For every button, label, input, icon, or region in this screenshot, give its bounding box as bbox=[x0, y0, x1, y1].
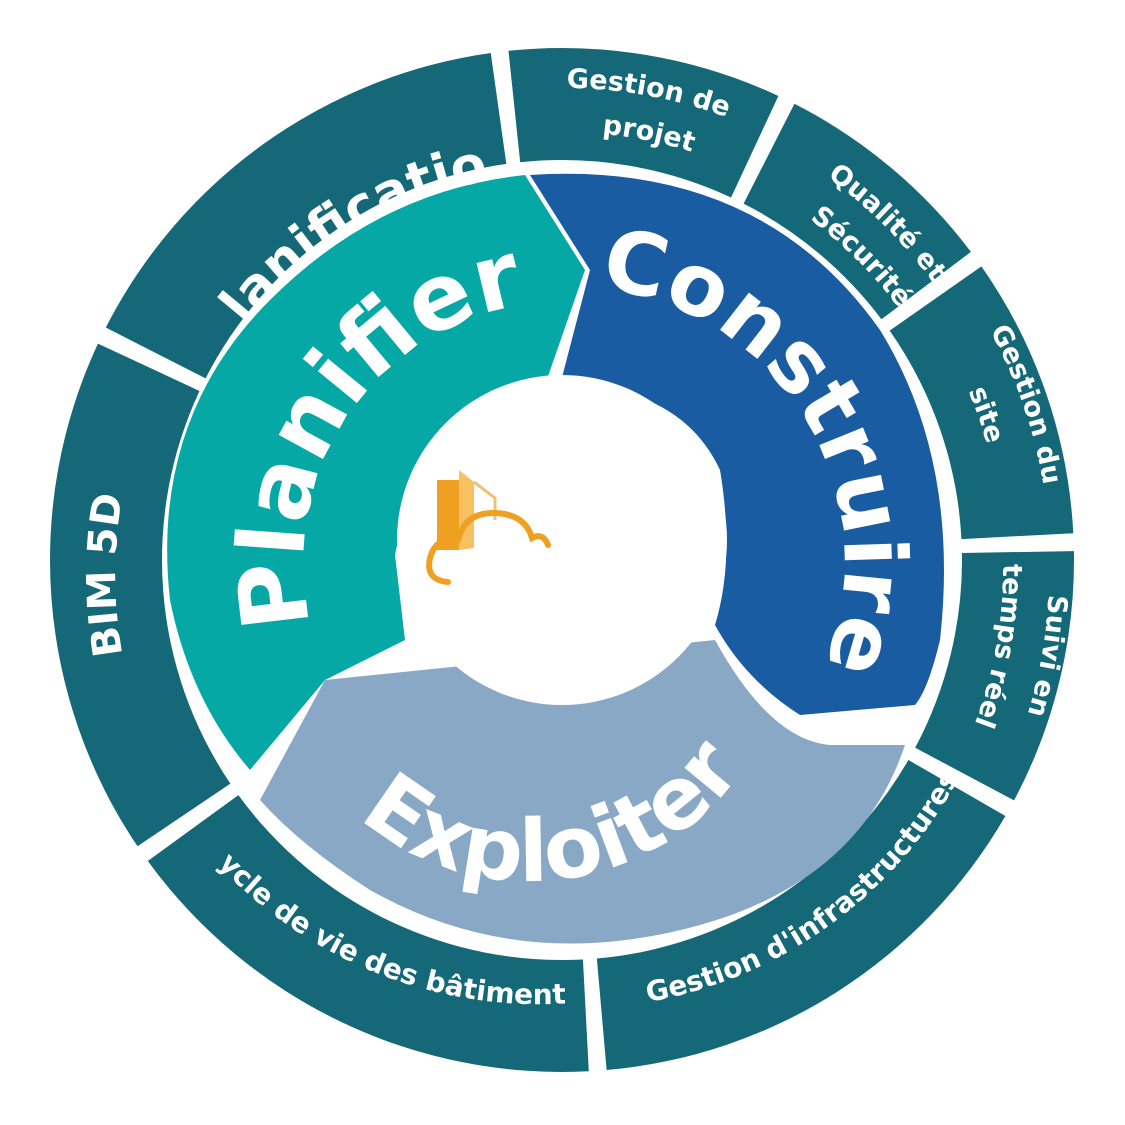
center-disk bbox=[397, 375, 727, 705]
outer-ring bbox=[49, 47, 1074, 1072]
exploiter-phase-arrow bbox=[260, 640, 905, 944]
planifier-phase-arrow bbox=[167, 175, 585, 770]
suivi-temps-reel-segment bbox=[915, 551, 1074, 801]
building-cloud-logo-icon bbox=[426, 470, 551, 585]
bim-5d-label: BIM 5D bbox=[79, 490, 132, 660]
construire-phase-arrow bbox=[530, 173, 944, 715]
gestion-site-segment bbox=[889, 266, 1074, 540]
planification-segment bbox=[105, 52, 507, 379]
cycle-vie-segment bbox=[147, 795, 589, 1072]
gestion-infrastructures-segment bbox=[596, 760, 1006, 1071]
bim-5d-segment bbox=[49, 343, 231, 847]
gestion-projet-segment bbox=[508, 47, 779, 198]
qualite-securite-segment bbox=[743, 103, 971, 320]
